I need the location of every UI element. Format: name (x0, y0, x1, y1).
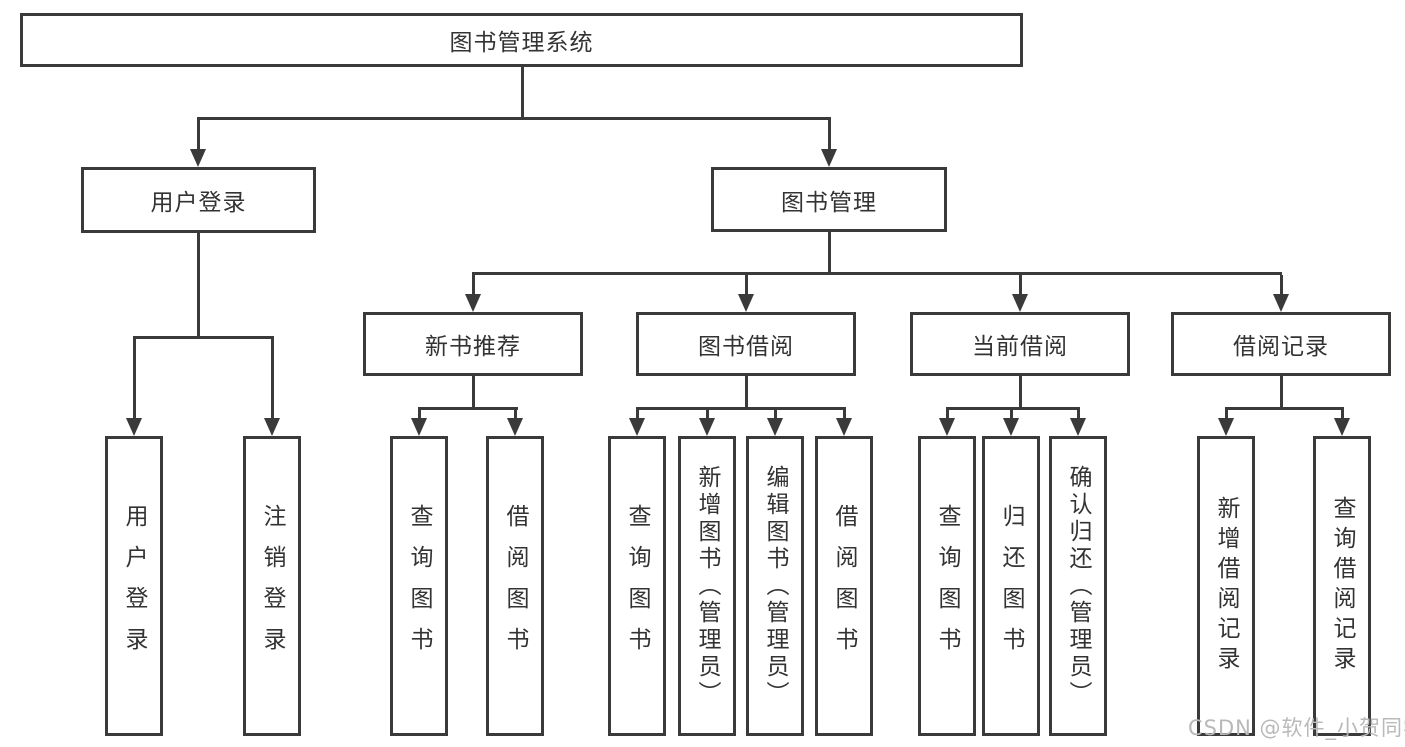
leaf-query-borrow-record-label: 查询借阅记录 (1329, 496, 1355, 676)
connector-line (1225, 410, 1228, 418)
connector-line (1341, 410, 1344, 418)
connector-line (946, 410, 949, 418)
connector-line (843, 410, 846, 418)
arrowhead-icon (411, 418, 427, 436)
node-user-login-label: 用户登录 (150, 190, 247, 216)
connector-line (197, 233, 200, 336)
connector-line (636, 410, 639, 418)
connector-line (1077, 410, 1080, 418)
node-book-borrow-label: 图书借阅 (698, 334, 794, 360)
connector-line (774, 410, 777, 418)
arrowhead-icon (738, 294, 754, 312)
connector-line (472, 376, 475, 407)
leaf-recommend-query-books: 查询图书 (390, 436, 448, 736)
leaf-recommend-borrow-books-label: 借阅图书 (502, 504, 528, 668)
leaf-confirm-return-admin: 确认归还（管理员） (1049, 436, 1107, 736)
arrowhead-icon (767, 418, 783, 436)
arrowhead-icon (629, 418, 645, 436)
connector-line (946, 407, 1080, 410)
arrowhead-icon (1003, 418, 1019, 436)
arrowhead-icon (1273, 294, 1289, 312)
connector-line (418, 407, 518, 410)
arrowhead-icon (126, 418, 142, 436)
connector-line (1019, 275, 1022, 294)
leaf-borrow-books-label: 借阅图书 (831, 504, 857, 668)
leaf-borrow-query-books-label: 查询图书 (624, 504, 650, 668)
leaf-add-borrow-record: 新增借阅记录 (1197, 436, 1255, 736)
connector-line (197, 120, 200, 150)
arrowhead-icon (1012, 294, 1028, 312)
connector-line (133, 339, 136, 418)
leaf-recommend-query-books-label: 查询图书 (406, 504, 432, 668)
connector-line (1019, 376, 1022, 407)
connector-line (745, 275, 748, 294)
leaf-logout-label: 注销登录 (259, 504, 285, 668)
leaf-recommend-borrow-books: 借阅图书 (486, 436, 544, 736)
connector-line (514, 410, 517, 418)
leaf-return-books: 归还图书 (982, 436, 1040, 736)
node-root-label: 图书管理系统 (449, 30, 594, 56)
connector-line (828, 120, 831, 150)
connector-line (745, 376, 748, 407)
leaf-add-books-admin: 新增图书（管理员） (678, 436, 736, 736)
connector-line (472, 275, 475, 294)
arrowhead-icon (939, 418, 955, 436)
connector-line (1010, 410, 1013, 418)
leaf-current-query-books: 查询图书 (918, 436, 976, 736)
connector-line (706, 410, 709, 418)
node-root: 图书管理系统 (20, 13, 1023, 67)
connector-line (1280, 275, 1283, 294)
node-book-borrow: 图书借阅 (636, 312, 856, 376)
leaf-user-login: 用户登录 (105, 436, 163, 736)
node-current-borrow: 当前借阅 (910, 312, 1130, 376)
node-book-management-label: 图书管理 (781, 189, 877, 216)
arrowhead-icon (465, 294, 481, 312)
arrowhead-icon (821, 149, 837, 167)
leaf-logout: 注销登录 (243, 436, 301, 736)
connector-line (271, 339, 274, 418)
node-current-borrow-label: 当前借阅 (972, 334, 1068, 360)
arrowhead-icon (264, 418, 280, 436)
connector-line (472, 272, 1282, 275)
arrowhead-icon (507, 418, 523, 436)
leaf-edit-books-admin: 编辑图书（管理员） (746, 436, 804, 736)
arrowhead-icon (1218, 418, 1234, 436)
leaf-borrow-query-books: 查询图书 (608, 436, 666, 736)
leaf-query-borrow-record: 查询借阅记录 (1313, 436, 1371, 736)
connector-line (828, 232, 831, 272)
connector-line (1280, 376, 1283, 407)
node-borrow-records-label: 借阅记录 (1233, 334, 1329, 360)
csdn-watermark: CSDN @软件_小贺同学 (1188, 716, 1405, 740)
node-book-management: 图书管理 (711, 167, 947, 232)
leaf-return-books-label: 归还图书 (998, 504, 1024, 668)
leaf-borrow-books: 借阅图书 (815, 436, 873, 736)
arrowhead-icon (1070, 418, 1086, 436)
arrowhead-icon (190, 149, 206, 167)
connector-line (636, 407, 846, 410)
arrowhead-icon (1334, 418, 1350, 436)
arrowhead-icon (699, 418, 715, 436)
leaf-add-borrow-record-label: 新增借阅记录 (1213, 496, 1239, 676)
node-new-book-recommend-label: 新书推荐 (425, 334, 521, 360)
leaf-add-books-admin-label: 新增图书（管理员） (694, 464, 720, 708)
leaf-confirm-return-admin-label: 确认归还（管理员） (1065, 464, 1091, 708)
connector-line (133, 336, 274, 339)
connector-line (521, 67, 524, 117)
leaf-user-login-label: 用户登录 (121, 504, 147, 668)
arrowhead-icon (836, 418, 852, 436)
leaf-edit-books-admin-label: 编辑图书（管理员） (762, 464, 788, 708)
connector-line (197, 117, 831, 120)
node-borrow-records: 借阅记录 (1171, 312, 1391, 376)
leaf-current-query-books-label: 查询图书 (934, 504, 960, 668)
node-new-book-recommend: 新书推荐 (363, 312, 583, 376)
connector-line (418, 410, 421, 418)
node-user-login: 用户登录 (81, 167, 316, 233)
connector-line (1225, 407, 1344, 410)
